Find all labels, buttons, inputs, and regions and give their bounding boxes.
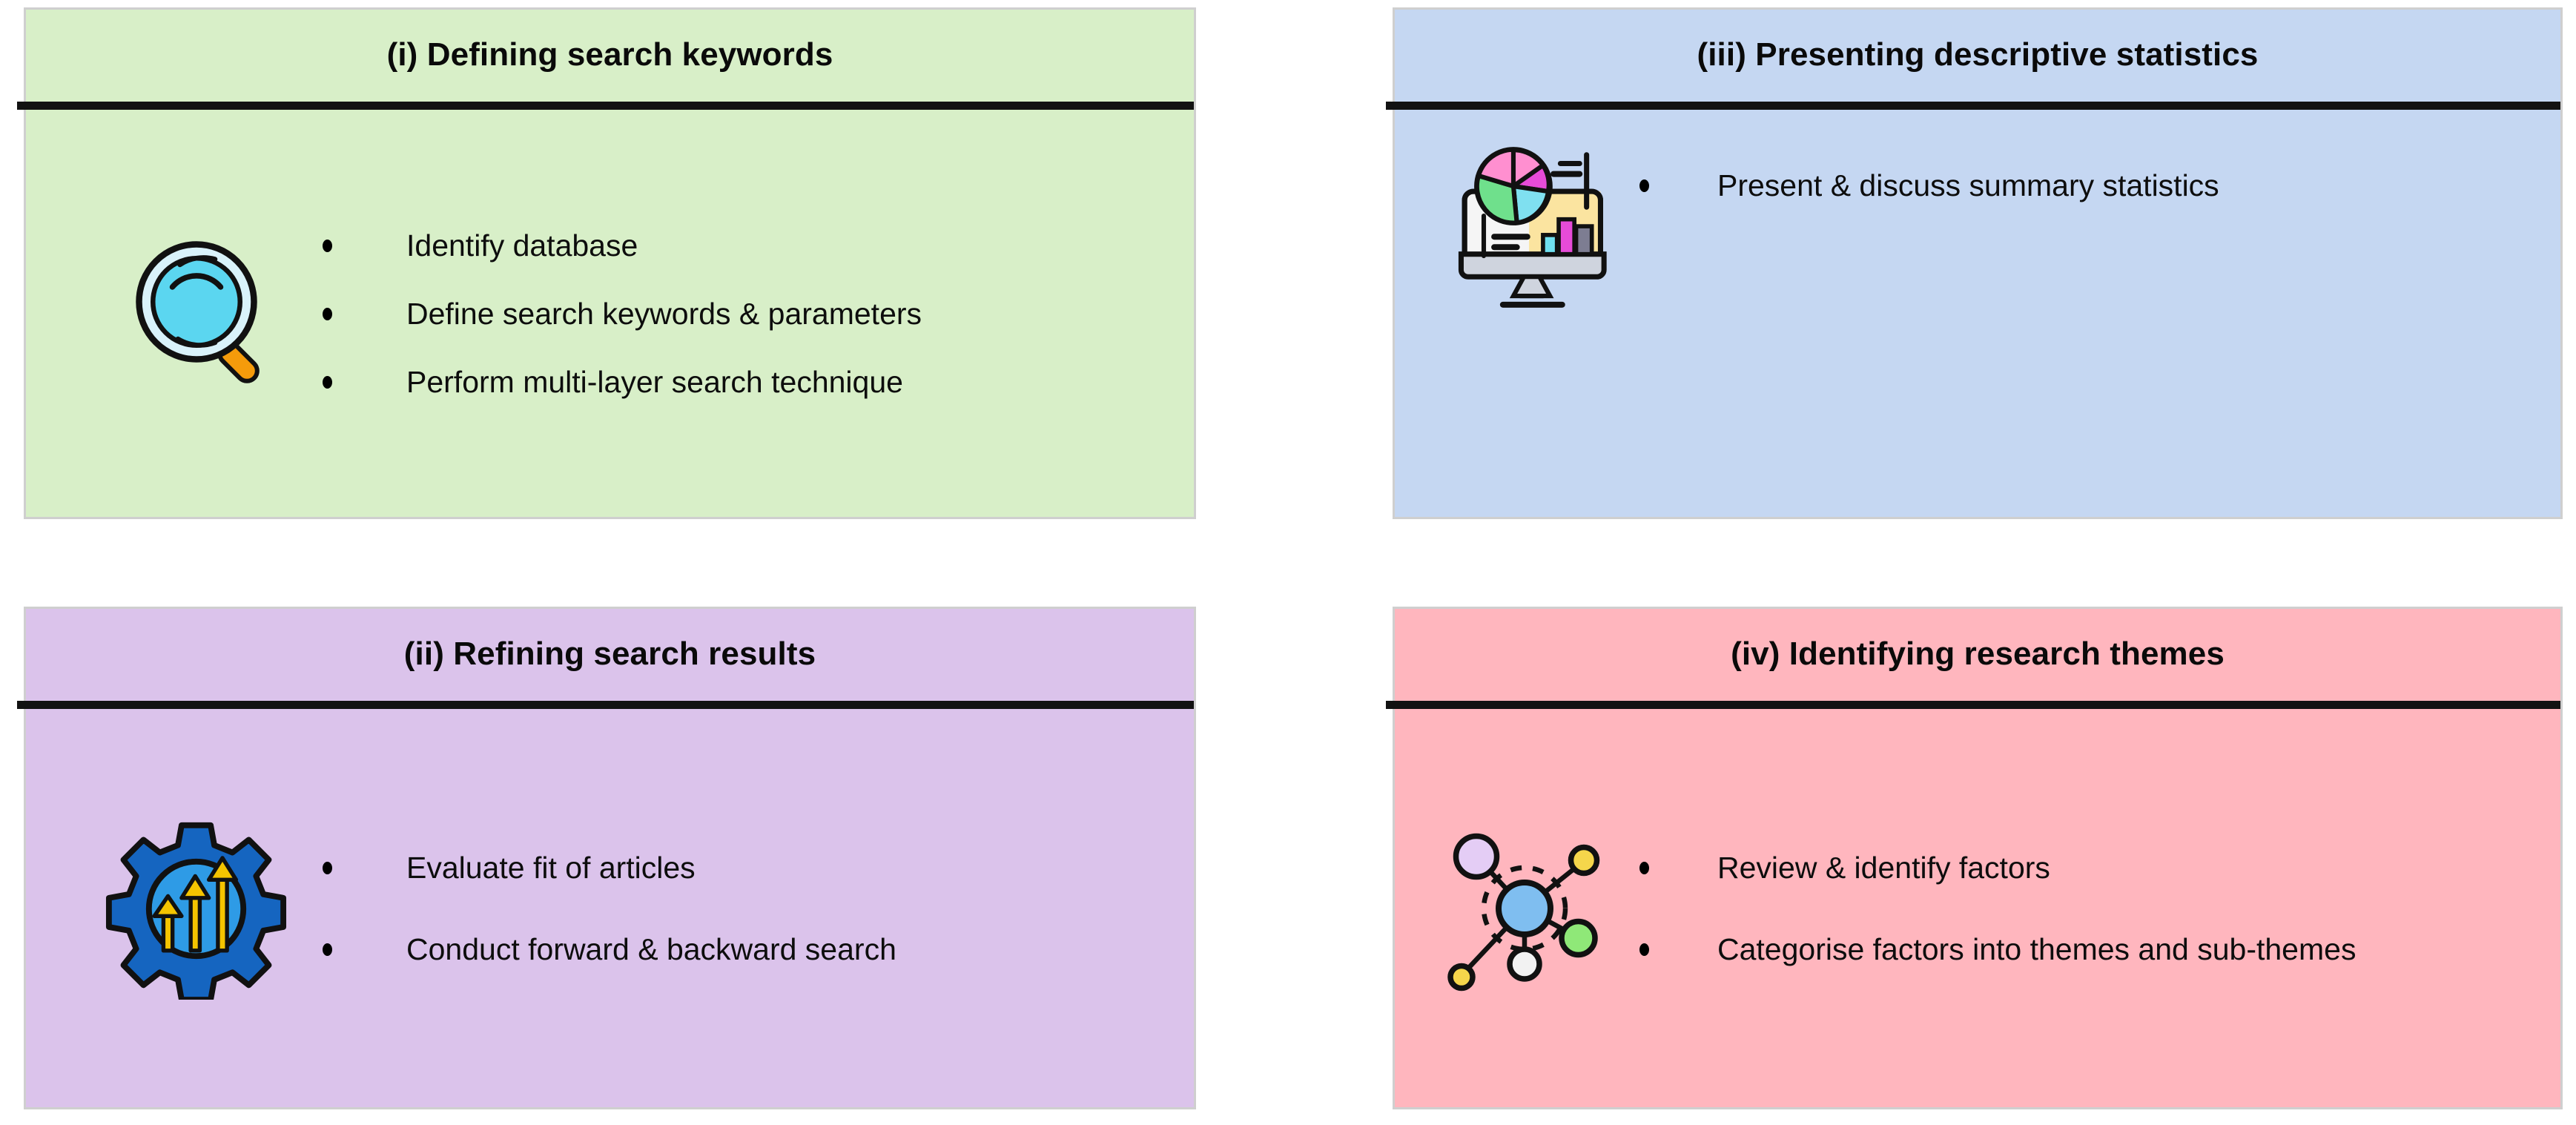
list-item-label: Evaluate fit of articles (406, 850, 696, 885)
panel-header: (i) Defining search keywords (17, 10, 1194, 110)
list-item-label: Define search keywords & parameters (406, 296, 922, 331)
panel-header: (iii) Presenting descriptive statistics (1386, 10, 2560, 110)
list-item-label: Present & discuss summary statistics (1717, 168, 2219, 202)
list-item-label: Identify database (406, 228, 638, 263)
list-item: Define search keywords & parameters (323, 292, 1001, 335)
network-nodes-icon-svg (1447, 833, 1600, 992)
monitor-charts-icon-svg (1458, 147, 1607, 308)
panel-body: Review & identify factors Categorise fac… (1395, 705, 2560, 1107)
panel-refining-search-results: (ii) Refining search results (17, 607, 1196, 1109)
list-item-label: Categorise factors into themes and sub-t… (1717, 932, 2357, 966)
header-divider (17, 701, 1194, 709)
bullet-dot-icon (323, 943, 332, 956)
bullet-list: Review & identify factors Categorise fac… (1639, 846, 2560, 971)
bullet-dot-icon (323, 376, 332, 389)
network-nodes-icon (1395, 816, 1639, 1001)
page-title: (i) Defining search keywords (386, 36, 833, 73)
panel-defining-search-keywords: (i) Defining search keywords (17, 7, 1196, 519)
list-item: Review & identify factors (1639, 846, 2516, 889)
panel-header: (iv) Identifying research themes (1386, 609, 2560, 709)
bullet-dot-icon (1639, 179, 1649, 192)
bullet-dot-icon (323, 861, 332, 874)
panel-presenting-descriptive-statistics: (iii) Presenting descriptive statistics (1386, 7, 2563, 519)
page-title: (iv) Identifying research themes (1731, 635, 2225, 672)
list-item: Evaluate fit of articles (323, 846, 1016, 889)
panel-header: (ii) Refining search results (17, 609, 1194, 709)
header-divider (17, 102, 1194, 110)
bullet-list: Present & discuss summary statistics (1639, 164, 2560, 207)
panel-body: Evaluate fit of articles Conduct forward… (26, 705, 1194, 1107)
bullet-dot-icon (1639, 861, 1649, 874)
magnifying-glass-icon (26, 228, 323, 413)
magnifying-glass-icon-svg (136, 241, 260, 383)
header-divider (1386, 701, 2560, 709)
gear-arrows-icon (26, 818, 323, 1000)
bullet-dot-icon (323, 307, 332, 320)
bullet-list: Evaluate fit of articles Conduct forward… (323, 846, 1194, 971)
panel-body: Identify database Define search keywords… (26, 106, 1194, 517)
bullet-dot-icon (1639, 943, 1649, 956)
list-item-label: Review & identify factors (1717, 850, 2050, 885)
list-item: Perform multi-layer search technique (323, 360, 1001, 403)
panel-identifying-research-themes: (iv) Identifying research themes (1386, 607, 2563, 1109)
header-divider (1386, 102, 2560, 110)
panel-body: Present & discuss summary statistics (1395, 106, 2560, 517)
page-title: (ii) Refining search results (403, 635, 816, 672)
bullet-dot-icon (323, 239, 332, 252)
monitor-charts-icon (1395, 146, 1639, 320)
list-item-label: Perform multi-layer search technique (406, 365, 903, 400)
bullet-list: Identify database Define search keywords… (323, 224, 1194, 404)
gear-arrows-icon-svg (105, 822, 286, 1000)
list-item-label: Conduct forward & backward search (406, 932, 896, 966)
list-item: Identify database (323, 224, 1001, 267)
list-item: Conduct forward & backward search (323, 928, 1016, 971)
page-title: (iii) Presenting descriptive statistics (1697, 36, 2259, 73)
list-item: Present & discuss summary statistics (1639, 164, 2338, 207)
list-item: Categorise factors into themes and sub-t… (1639, 928, 2516, 971)
